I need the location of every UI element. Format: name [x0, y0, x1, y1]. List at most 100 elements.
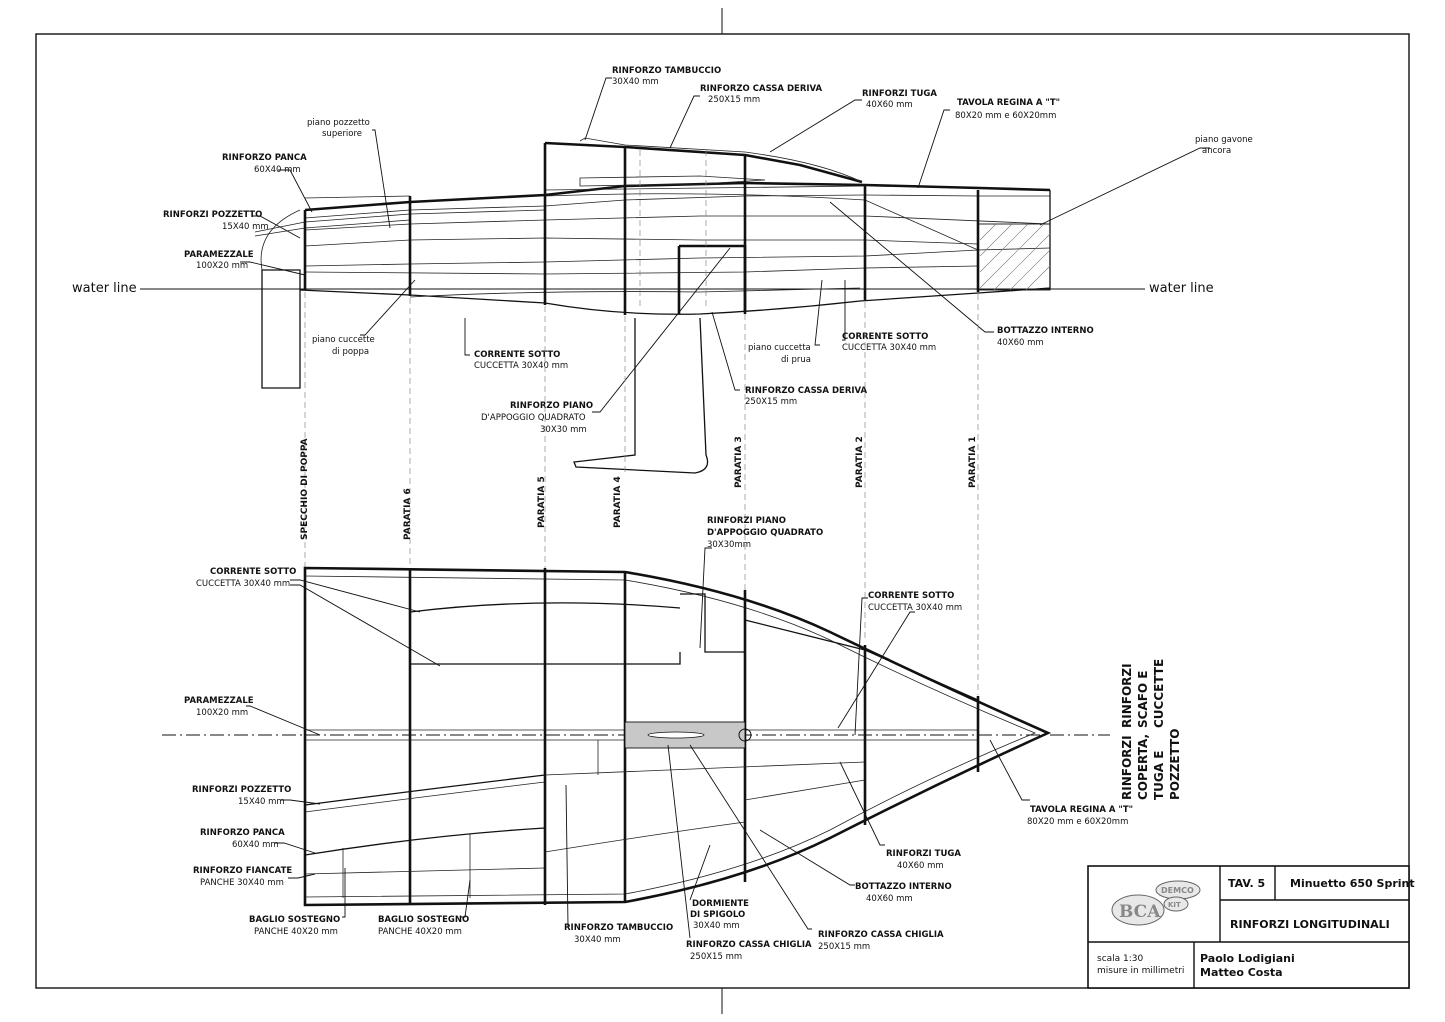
tuga-base — [544, 185, 866, 191]
lbl-p-baglio1-dim: PANCHE 40X20 mm — [254, 927, 338, 937]
lbl-p-baglio2: BAGLIO SOSTEGNO — [378, 915, 469, 925]
lbl-p-regina-dim: 80X20 mm e 60X20mm — [1027, 817, 1128, 827]
tb-scale: scala 1:30 — [1097, 954, 1144, 964]
lbl-piano-app-dim: 30X30 mm — [540, 425, 587, 435]
section-side-labels: RINFORZI SCAFO E CUCCETTE RINFORZI COPER… — [1120, 659, 1182, 800]
lbl-p-chiglia2: RINFORZO CASSA CHIGLIA — [818, 930, 944, 940]
lbl-p-bottazzo: BOTTAZZO INTERNO — [855, 882, 952, 892]
tb-project: Minuetto 650 Sprint — [1290, 877, 1415, 890]
lbl-panca-dim: 60X40 mm — [254, 165, 301, 175]
lbl-panca: RINFORZO PANCA — [222, 153, 307, 163]
lbl-p-piano: RINFORZI PIANO — [707, 516, 786, 526]
corrente-line — [409, 287, 861, 298]
rinforzo-pozzetto-2 — [304, 781, 546, 813]
lbl-gavone: piano gavone — [1195, 135, 1253, 145]
lbl-pozzetto: RINFORZI POZZETTO — [163, 210, 262, 220]
dormiente-line — [544, 821, 746, 853]
lbl-corrente-prua: CORRENTE SOTTO — [842, 332, 928, 342]
lbl-paramezzale: PARAMEZZALE — [184, 250, 254, 260]
tuga-window — [579, 175, 766, 187]
lbl-p-bottazzo-dim: 40X60 mm — [866, 894, 913, 904]
lbl-tambuccio-dim: 30X40 mm — [612, 77, 659, 87]
sheer-line — [304, 181, 1051, 212]
lbl-paratia-4: PARATIA 4 — [613, 476, 623, 528]
berth-line — [304, 237, 979, 247]
bca-logo: BCA DEMCO KIT — [1111, 880, 1201, 926]
lbl-p-corrente: CORRENTE SOTTO — [210, 567, 296, 577]
lbl-p-piano-dim: 30X30mm — [707, 540, 751, 550]
hull-plan-outline — [303, 566, 1052, 907]
anchor-locker — [977, 223, 1051, 291]
tuga-roof-inner — [579, 137, 863, 183]
lbl-corrente-dim: CUCCETTA 30X40 mm — [474, 361, 568, 371]
lbl-p-panca: RINFORZO PANCA — [200, 828, 285, 838]
lbl-pozzetto-sup-2: superiore — [322, 129, 362, 139]
lbl-p-tuga-dim: 40X60 mm — [897, 861, 944, 871]
lbl-regina: TAVOLA REGINA A "T" — [957, 98, 1060, 108]
lbl-p-fiancate: RINFORZO FIANCATE — [193, 866, 292, 876]
lbl-pozzetto-dim: 15X40 mm — [222, 222, 269, 232]
bottazzo-line — [544, 193, 979, 251]
lbl-p-chiglia1: RINFORZO CASSA CHIGLIA — [686, 940, 812, 950]
lbl-bottazzo: BOTTAZZO INTERNO — [997, 326, 1094, 336]
keel-slot — [647, 731, 705, 739]
lbl-tambuccio: RINFORZO TAMBUCCIO — [612, 66, 721, 76]
plan-leaders — [246, 547, 1030, 939]
lbl-tuga: RINFORZI TUGA — [862, 89, 937, 99]
lbl-p-corrente-r-dim: CUCCETTA 30X40 mm — [868, 603, 962, 613]
hull-bottom — [299, 190, 1051, 315]
lbl-cuccette-poppa: piano cuccette — [312, 335, 375, 345]
lbl-paratia-1: PARATIA 1 — [968, 436, 978, 488]
lbl-bottazzo-dim: 40X60 mm — [997, 338, 1044, 348]
bunk-edge — [410, 652, 681, 665]
lbl-tuga-dim: 40X60 mm — [866, 100, 913, 110]
square-support — [680, 593, 745, 653]
lbl-p-chiglia1-dim: 250X15 mm — [690, 952, 742, 962]
waterline-label-right: water line — [1149, 281, 1214, 296]
lbl-p-param-dim: 100X20 mm — [196, 708, 248, 718]
lbl-p-baglio2-dim: PANCHE 40X20 mm — [378, 927, 462, 937]
lbl-corrente: CORRENTE SOTTO — [474, 350, 560, 360]
corrente-upper — [409, 602, 681, 613]
lbl-p-fiancate-dim: PANCHE 30X40 mm — [200, 878, 284, 888]
lbl-cassa-deriva-2: RINFORZO CASSA DERIVA — [745, 386, 868, 396]
lbl-piano-app-2: D'APPOGGIO QUADRATO — [481, 413, 586, 423]
lbl-cuccette-poppa-2: di poppa — [332, 347, 369, 357]
lbl-side-top-1: RINFORZI — [1120, 663, 1134, 728]
lbl-cassa-deriva-dim: 250X15 mm — [708, 95, 760, 105]
lbl-side-bot-4: POZZETTO — [1168, 729, 1182, 800]
tb-title: RINFORZI LONGITUDINALI — [1230, 918, 1390, 931]
lbl-p-pozzetto-dim: 15X40 mm — [238, 797, 285, 807]
side-leaders — [240, 77, 1210, 413]
lbl-p-tambuccio-dim: 30X40 mm — [574, 935, 621, 945]
rudder — [261, 269, 301, 389]
lbl-p-panca-dim: 60X40 mm — [232, 840, 279, 850]
bulkhead-projections — [304, 292, 979, 695]
deck-line — [304, 215, 1051, 231]
logo-demco: DEMCO — [1161, 886, 1194, 895]
lbl-cassa-deriva: RINFORZO CASSA DERIVA — [700, 84, 823, 94]
side-labels: RINFORZO TAMBUCCIO 30X40 mm RINFORZO CAS… — [163, 66, 1253, 435]
rinforzo-panca-plan — [304, 827, 546, 856]
lbl-p-tuga: RINFORZI TUGA — [886, 849, 961, 859]
mast-step — [738, 728, 752, 742]
tb-units: misure in millimetri — [1097, 966, 1184, 976]
lbl-side-bot-2: COPERTA, — [1136, 734, 1150, 800]
lbl-gavone-2: ancora — [1202, 146, 1231, 156]
lbl-p-dormiente-dim: 30X40 mm — [693, 921, 740, 931]
bulkhead-labels: SPECCHIO DI POPPA PARATIA 6 PARATIA 5 PA… — [300, 436, 978, 540]
inner-line — [304, 247, 1051, 267]
cockpit-rail-2 — [254, 219, 411, 237]
waterline-inner — [304, 265, 979, 275]
lbl-paratia-2: PARATIA 2 — [855, 436, 865, 488]
plan-labels: RINFORZI PIANO D'APPOGGIO QUADRATO 30X30… — [184, 516, 1133, 962]
lbl-p-piano-2: D'APPOGGIO QUADRATO — [707, 528, 823, 538]
lbl-side-top-3: CUCCETTE — [1152, 659, 1166, 728]
lbl-specchio: SPECCHIO DI POPPA — [300, 438, 310, 540]
rinforzo-pozzetto-1 — [304, 774, 546, 806]
lbl-p-dormiente-2: DI SPIGOLO — [690, 910, 745, 920]
tuga-line — [744, 779, 866, 801]
hull-plan-inner — [304, 575, 1037, 898]
tb-author2: Matteo Costa — [1200, 966, 1283, 979]
